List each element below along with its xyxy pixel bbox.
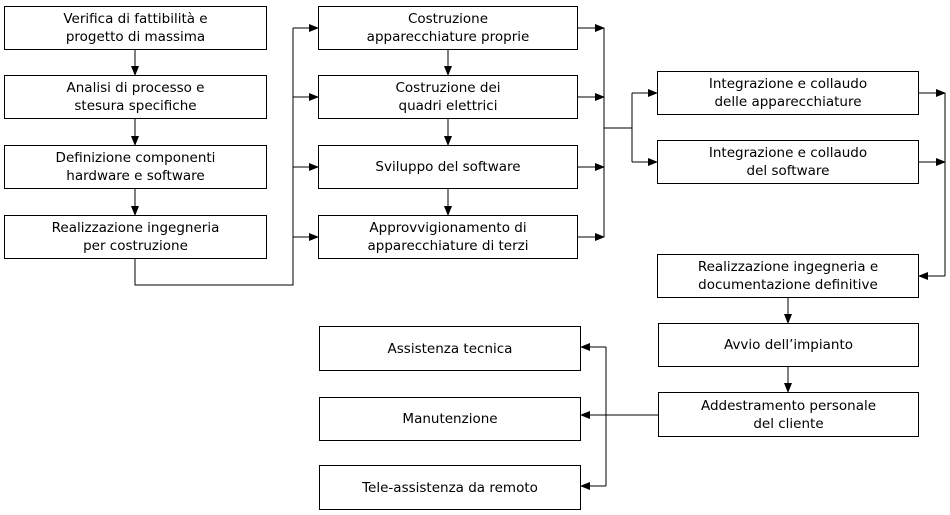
step-maintenance-label: Manutenzione [402,411,498,427]
step-tech-support: Assistenza tecnica [319,326,581,371]
step-process-analysis: Analisi di processo e stesura specifiche [4,75,267,119]
step-engineering: Realizzazione ingegneria per costruzione [4,215,267,259]
step-software-testing: Integrazione e collaudo del software [657,140,919,184]
step-components: Definizione componenti hardware e softwa… [4,145,267,189]
step-remote-support: Tele-assistenza da remoto [319,465,581,510]
step-tech-support-label: Assistenza tecnica [387,340,513,357]
step-components-label: Definizione componenti hardware e softwa… [55,150,216,184]
step-equipment-testing-label: Integrazione e collaudo delle apparecchi… [708,76,868,110]
step-training-label: Addestramento personale del cliente [700,397,877,432]
step-startup: Avvio dell’impianto [658,323,919,367]
step-final-engineering-label: Realizzazione ingegneria e documentazion… [697,259,879,293]
step-feasibility: Verifica di fattibilità e progetto di ma… [4,6,267,50]
step-software-testing-label: Integrazione e collaudo del software [708,145,868,179]
step-remote-support-label: Tele-assistenza da remoto [362,479,538,496]
step-own-equipment: Costruzione apparecchiature proprie [318,6,578,50]
step-procurement: Approvvigionamento di apparecchiature di… [318,215,578,259]
step-training: Addestramento personale del cliente [658,392,919,437]
step-engineering-label: Realizzazione ingegneria per costruzione [51,220,220,254]
step-software-dev: Sviluppo del software [318,145,578,189]
step-startup-label: Avvio dell’impianto [724,337,853,353]
step-process-analysis-label: Analisi di processo e stesura specifiche [66,80,205,114]
step-feasibility-label: Verifica di fattibilità e progetto di ma… [63,11,208,45]
step-software-dev-label: Sviluppo del software [375,159,521,175]
step-final-engineering: Realizzazione ingegneria e documentazion… [657,254,919,298]
step-electrical-panels-label: Costruzione dei quadri elettrici [395,80,501,114]
step-maintenance: Manutenzione [319,397,581,441]
step-procurement-label: Approvvigionamento di apparecchiature di… [367,220,529,254]
step-own-equipment-label: Costruzione apparecchiature proprie [366,11,530,45]
step-equipment-testing: Integrazione e collaudo delle apparecchi… [657,71,919,115]
connector-engineering-to-bus [134,28,294,286]
step-electrical-panels: Costruzione dei quadri elettrici [318,75,578,119]
